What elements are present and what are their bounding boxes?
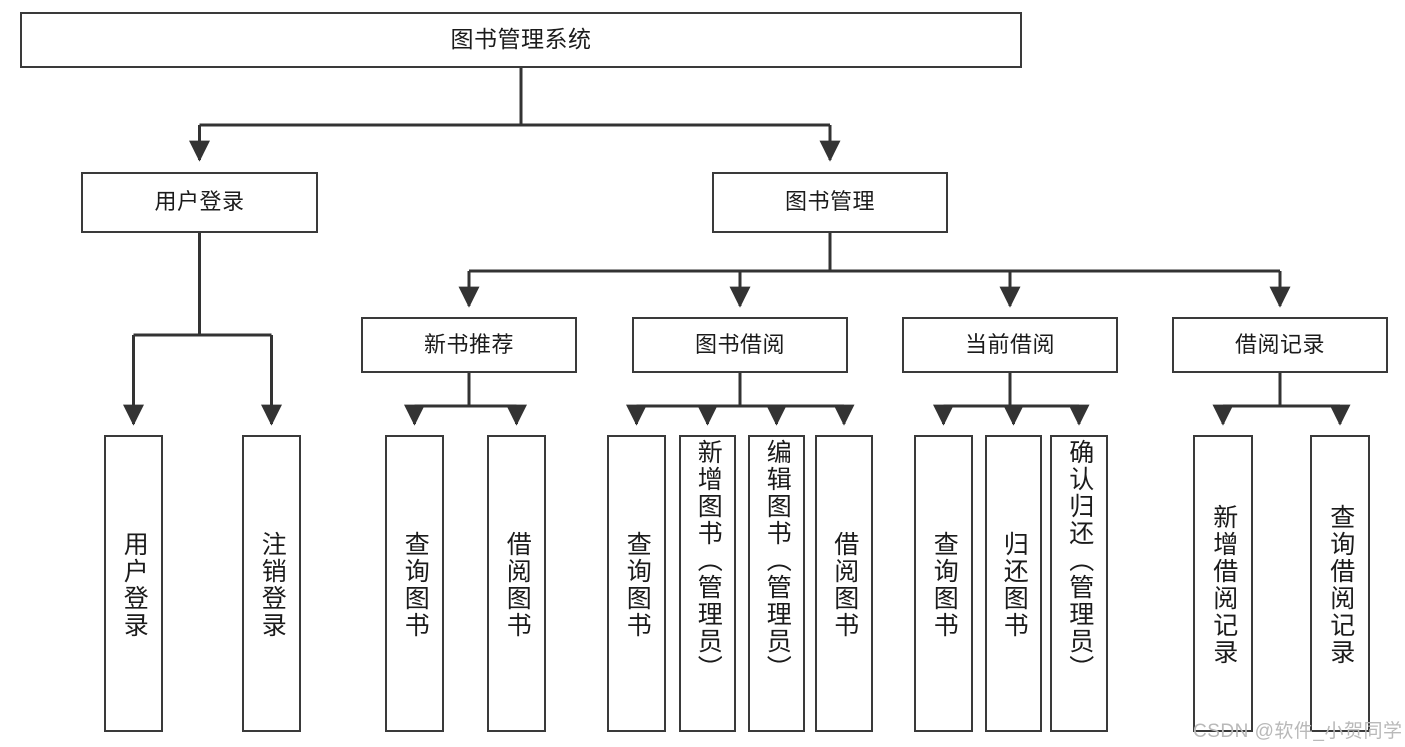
node-borrow-record-label: 借阅记录: [1234, 331, 1325, 357]
node-new-book-recommendation-label: 新书推荐: [423, 331, 514, 357]
leaf-add-book-admin[interactable]: 新增图书（管理员）: [679, 435, 736, 732]
leaf-query-borrow-record-label: 查询借阅记录: [1326, 503, 1355, 666]
leaf-borrow-book-new-book[interactable]: 借阅图书: [487, 435, 546, 732]
leaf-add-book-admin-label: 新增图书（管理员）: [694, 439, 723, 682]
leaf-query-borrow-record[interactable]: 查询借阅记录: [1310, 435, 1370, 732]
leaf-borrow-book-borrow[interactable]: 借阅图书: [815, 435, 873, 732]
leaf-borrow-book-borrow-label: 借阅图书: [830, 530, 859, 639]
leaf-return-book[interactable]: 归还图书: [985, 435, 1042, 732]
node-book-management-label: 图书管理: [784, 189, 875, 215]
node-user-login[interactable]: 用户登录: [81, 172, 318, 233]
leaf-add-borrow-record-label: 新增借阅记录: [1209, 503, 1238, 666]
leaf-user-login-label: 用户登录: [120, 530, 149, 639]
leaf-return-book-label: 归还图书: [1000, 530, 1029, 639]
leaf-query-book-new-book[interactable]: 查询图书: [385, 435, 444, 732]
leaf-query-book-borrow[interactable]: 查询图书: [607, 435, 666, 732]
node-book-management[interactable]: 图书管理: [712, 172, 948, 233]
leaf-add-borrow-record[interactable]: 新增借阅记录: [1193, 435, 1253, 732]
node-book-borrow-label: 图书借阅: [694, 331, 785, 357]
leaf-logout-label: 注销登录: [258, 530, 287, 639]
leaf-edit-book-admin-label: 编辑图书（管理员）: [763, 439, 792, 682]
leaf-borrow-book-new-book-label: 借阅图书: [503, 530, 532, 639]
node-book-borrow[interactable]: 图书借阅: [632, 317, 848, 373]
node-current-borrow-label: 当前借阅: [964, 331, 1055, 357]
node-user-login-label: 用户登录: [154, 189, 245, 215]
node-borrow-record[interactable]: 借阅记录: [1172, 317, 1388, 373]
node-current-borrow[interactable]: 当前借阅: [902, 317, 1118, 373]
node-root[interactable]: 图书管理系统: [20, 12, 1022, 68]
leaf-query-book-current[interactable]: 查询图书: [914, 435, 973, 732]
leaf-edit-book-admin[interactable]: 编辑图书（管理员）: [748, 435, 805, 732]
leaf-confirm-return-admin-label: 确认归还（管理员）: [1065, 439, 1094, 682]
node-new-book-recommendation[interactable]: 新书推荐: [361, 317, 577, 373]
leaf-logout[interactable]: 注销登录: [242, 435, 301, 732]
leaf-query-book-new-book-label: 查询图书: [401, 530, 430, 639]
leaf-query-book-current-label: 查询图书: [930, 530, 959, 639]
leaf-query-book-borrow-label: 查询图书: [623, 530, 652, 639]
leaf-user-login[interactable]: 用户登录: [104, 435, 163, 732]
node-root-label: 图书管理系统: [450, 26, 592, 53]
leaf-confirm-return-admin[interactable]: 确认归还（管理员）: [1050, 435, 1108, 732]
